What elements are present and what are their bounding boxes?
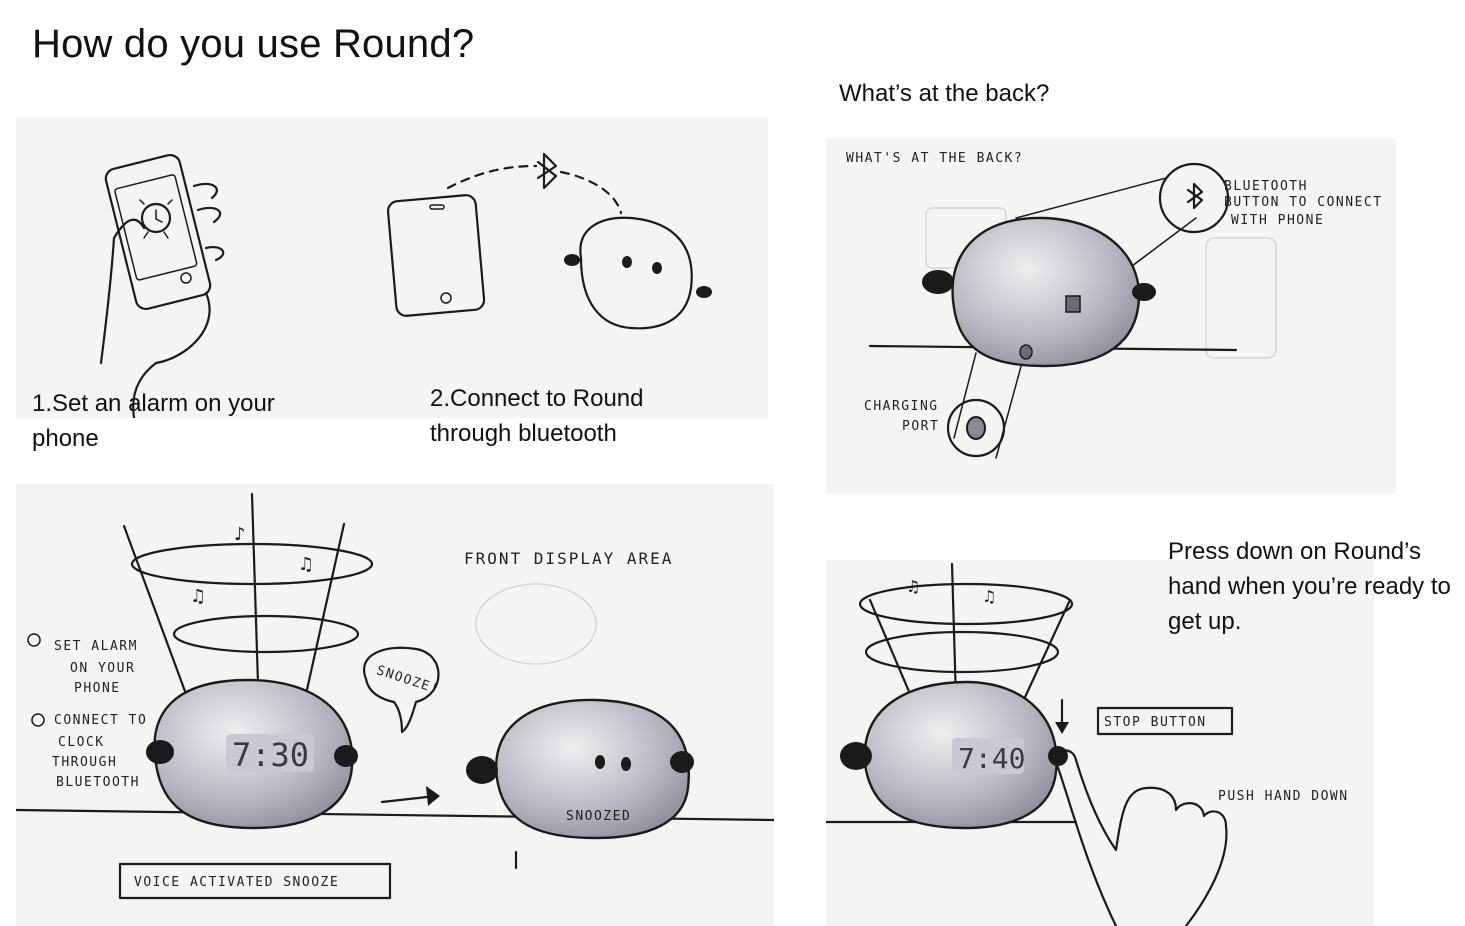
round-clock-press-icon: 7:40: [840, 680, 1068, 830]
stop-button-label: STOP BUTTON: [1104, 715, 1207, 730]
clock-display-time-1: 7:30: [232, 736, 309, 774]
speech-bubble-icon: SNOOZE!: [363, 646, 442, 734]
sketch-setup-panel: [16, 118, 768, 418]
charging-port-icon: [946, 398, 1006, 458]
round-clock-ringing-icon: 7:30: [146, 678, 358, 830]
front-display-label: FRONT DISPLAY AREA: [464, 549, 673, 568]
step-connect-line3: THROUGH: [52, 755, 117, 770]
step-connect-line2: CLOCK: [58, 735, 105, 750]
phone-in-hand-icon: [99, 153, 225, 418]
voice-snooze-label: VOICE ACTIVATED SNOOZE: [134, 875, 339, 890]
music-note-icon: ♫: [906, 577, 920, 596]
phone-icon: [386, 194, 486, 317]
bluetooth-button-label-line1: BLUETOOTH: [1224, 179, 1308, 194]
round-clock-snoozed-icon: SNOOZED: [466, 698, 694, 840]
sketch-back-panel: WHAT'S AT THE BACK? BLUETOOTH BUTTON TO …: [826, 138, 1396, 494]
charging-port-label-line2: PORT: [902, 419, 939, 434]
round-device-back-icon: [922, 216, 1156, 368]
round-character-icon: [564, 216, 712, 330]
back-heading: What’s at the back?: [839, 80, 1050, 107]
page-title: How do you use Round?: [32, 22, 475, 66]
charging-port-label-line1: CHARGING: [864, 399, 939, 414]
step2-caption: 2.Connect to Round through bluetooth: [430, 385, 644, 447]
step1-caption: 1.Set an alarm on your phone: [32, 390, 275, 452]
step-set-alarm-line2: ON YOUR: [70, 661, 135, 676]
music-note-icon: ♫: [982, 587, 996, 606]
sketch-snooze-panel: ♪ ♫ ♫ FRONT DISPLAY AREA SET ALARM ON YO…: [16, 484, 774, 926]
clock-display-time-2: 7:40: [958, 742, 1025, 775]
step-connect-line4: BLUETOOTH: [56, 775, 140, 790]
music-note-icon: ♪: [234, 524, 246, 545]
sketch-press-panel: ♫ ♫ 7:40 STOP BUTTON PUSH HAND DOWN: [826, 560, 1374, 926]
step-set-alarm-line1: SET ALARM: [54, 639, 138, 654]
press-caption: Press down on Round’s hand when you’re r…: [1168, 538, 1451, 635]
snooze-bubble-text: SNOOZE!: [375, 663, 442, 697]
bluetooth-button-label-line3: WITH PHONE: [1231, 213, 1324, 228]
back-title-label: WHAT'S AT THE BACK?: [846, 151, 1023, 166]
music-note-icon: ♫: [298, 554, 314, 575]
step-connect-line1: CONNECT TO: [54, 713, 147, 728]
step-set-alarm-line3: PHONE: [74, 681, 121, 696]
bluetooth-button-label-line2: BUTTON TO CONNECT: [1224, 195, 1383, 210]
music-note-icon: ♫: [190, 586, 206, 607]
finger-pressing-icon: [1052, 749, 1228, 926]
bluetooth-icon: [536, 152, 558, 190]
snoozed-label: SNOOZED: [566, 809, 631, 824]
bluetooth-button-icon: [1158, 162, 1230, 234]
push-hand-label: PUSH HAND DOWN: [1218, 789, 1349, 804]
